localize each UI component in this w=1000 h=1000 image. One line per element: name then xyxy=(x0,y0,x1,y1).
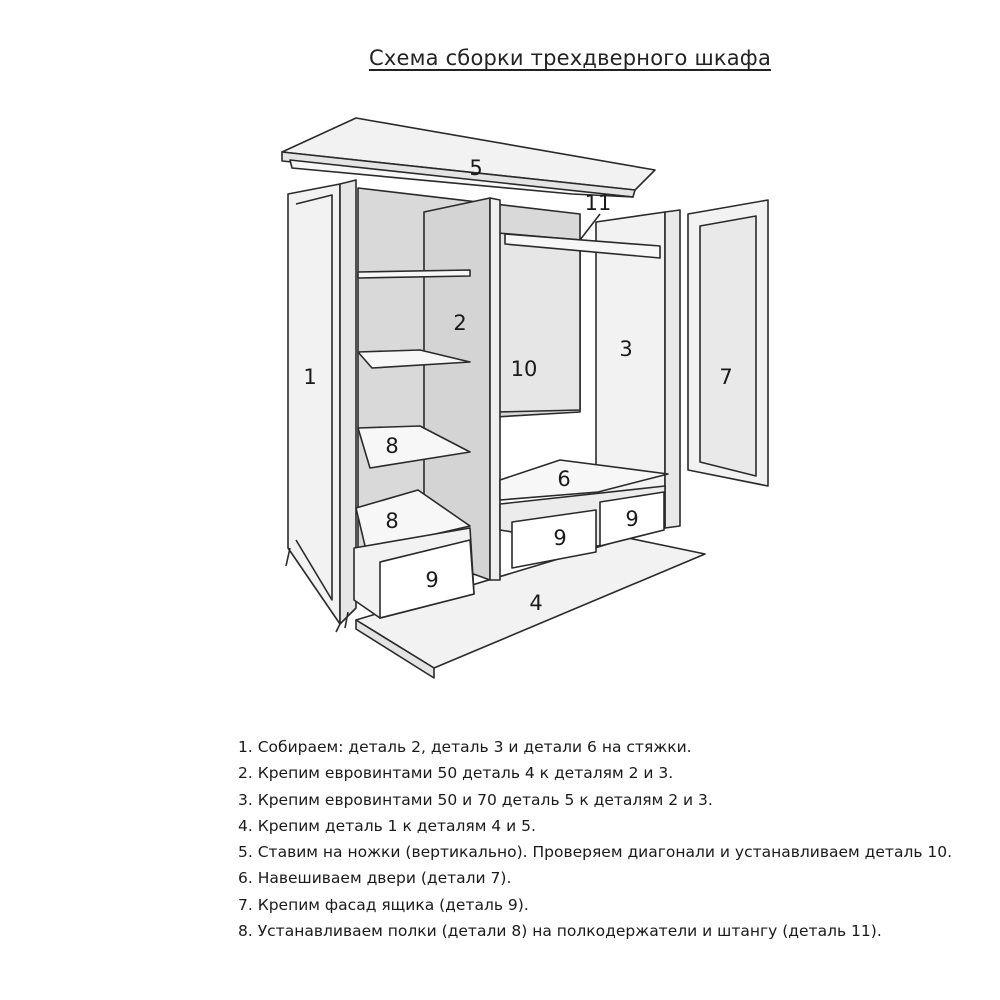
label-part-3: 3 xyxy=(619,337,632,361)
leg-left-1 xyxy=(285,547,291,567)
assembly-step: 6. Навешиваем двери (детали 7). xyxy=(238,869,512,888)
label-part-5: 5 xyxy=(469,156,482,180)
assembly-step: 3. Крепим евровинтами 50 и 70 деталь 5 к… xyxy=(238,790,713,809)
part-9-drawer-right-front xyxy=(599,491,665,547)
part-11-hanging-rail xyxy=(504,233,661,259)
part-4-bottom-panel-edge xyxy=(355,619,435,679)
label-part-9-b: 9 xyxy=(553,526,566,550)
assembly-step: 5. Ставим на ножки (вертикально). Провер… xyxy=(238,843,953,862)
label-part-8-b: 8 xyxy=(385,509,398,533)
part-7-door-panel xyxy=(699,215,757,477)
leg-left-2 xyxy=(335,623,341,633)
label-part-10: 10 xyxy=(511,357,538,381)
assembly-steps-list: 1. Собираем: деталь 2, деталь 3 и детали… xyxy=(238,734,978,944)
part-11-leader-line xyxy=(579,213,601,241)
assembly-step: 4. Крепим деталь 1 к деталям 4 и 5. xyxy=(238,816,536,835)
label-part-6: 6 xyxy=(557,467,570,491)
assembly-step: 1. Собираем: деталь 2, деталь 3 и детали… xyxy=(238,738,692,756)
part-8-shelf-b xyxy=(355,489,471,551)
assembly-step: 7. Крепим фасад ящика (деталь 9). xyxy=(238,895,529,914)
assembly-step: 8. Устанавливаем полки (детали 8) на пол… xyxy=(238,922,882,941)
part-5-top-panel-bevel xyxy=(289,159,634,198)
label-part-1: 1 xyxy=(303,365,316,389)
part-10-back-panel-right xyxy=(497,232,581,413)
part-1-left-side-edge xyxy=(339,179,357,625)
shelf-top-2 xyxy=(357,349,471,369)
label-part-9-c: 9 xyxy=(625,507,638,531)
part-1-inner-line xyxy=(295,194,333,601)
leg-left-3 xyxy=(344,611,349,629)
part-6-bottom-shelf xyxy=(499,459,669,501)
part-2-partition-edge xyxy=(489,197,501,581)
part-9-drawer-middle-front xyxy=(511,509,597,569)
part-8-shelf-a xyxy=(357,425,471,469)
label-part-2: 2 xyxy=(453,311,466,335)
label-part-8-a: 8 xyxy=(385,434,398,458)
assembly-step: 2. Крепим евровинтами 50 деталь 4 к дета… xyxy=(238,764,674,783)
label-part-9-a: 9 xyxy=(425,568,438,592)
part-3-right-side-edge xyxy=(664,209,681,529)
label-part-4: 4 xyxy=(529,591,542,615)
label-part-11: 11 xyxy=(585,191,612,215)
label-part-7: 7 xyxy=(719,365,732,389)
shelf-top-1 xyxy=(357,269,471,279)
diagram-title: Схема сборки трехдверного шкафа xyxy=(368,46,772,70)
part-9-drawer-left-front xyxy=(379,539,475,619)
